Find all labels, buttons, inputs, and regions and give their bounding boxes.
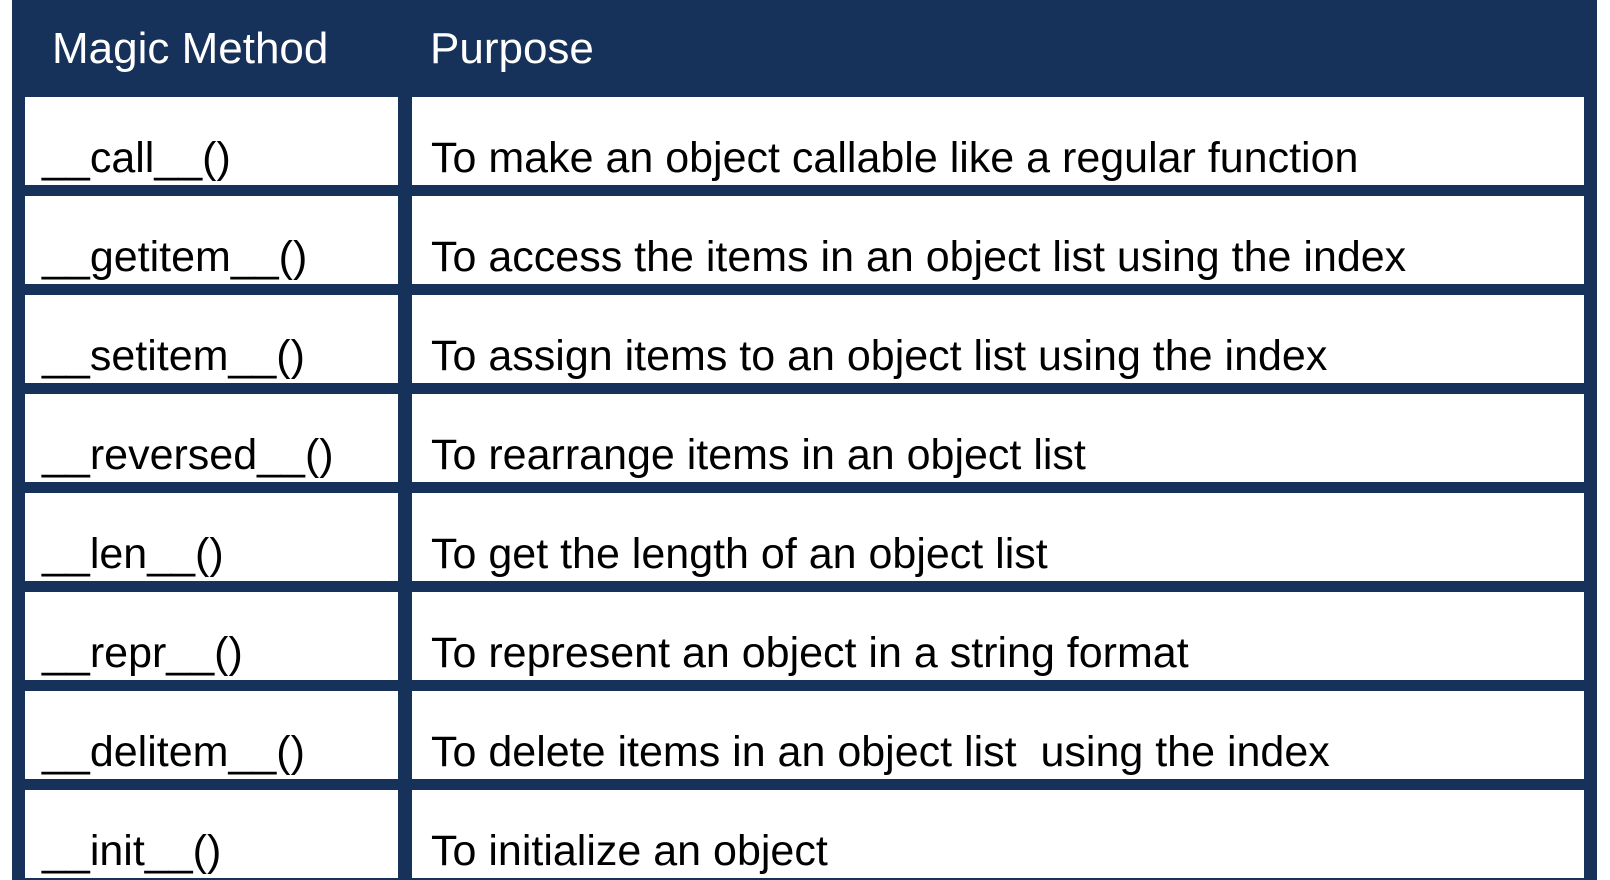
purpose-text: To get the length of an object list	[431, 529, 1048, 578]
column-header-magic-method: Magic Method	[52, 24, 329, 73]
purpose-text: To assign items to an object list using …	[431, 331, 1328, 380]
table-row: __init__() To initialize an object	[12, 790, 1597, 880]
cell-purpose: To make an object callable like a regula…	[412, 97, 1584, 185]
cell-magic-method: __len__()	[25, 493, 398, 581]
table-row: __repr__() To represent an object in a s…	[12, 592, 1597, 691]
table-header-row: Magic Method Purpose	[12, 0, 1597, 97]
cell-purpose: To get the length of an object list	[412, 493, 1584, 581]
cell-magic-method: __getitem__()	[25, 196, 398, 284]
cell-magic-method: __call__()	[25, 97, 398, 185]
table-row: __getitem__() To access the items in an …	[12, 196, 1597, 295]
cell-magic-method: __setitem__()	[25, 295, 398, 383]
cell-purpose: To assign items to an object list using …	[412, 295, 1584, 383]
table-row: __reversed__() To rearrange items in an …	[12, 394, 1597, 493]
magic-method-text: __init__()	[42, 826, 222, 875]
purpose-text: To delete items in an object list using …	[431, 727, 1330, 776]
table-row: __len__() To get the length of an object…	[12, 493, 1597, 592]
table-body: __call__() To make an object callable li…	[12, 97, 1597, 880]
magic-method-text: __delitem__()	[42, 727, 305, 776]
table-row: __setitem__() To assign items to an obje…	[12, 295, 1597, 394]
magic-method-text: __call__()	[42, 133, 231, 182]
cell-purpose: To delete items in an object list using …	[412, 691, 1584, 779]
magic-method-text: __reversed__()	[42, 430, 334, 479]
magic-methods-table: Magic Method Purpose __call__() To make …	[12, 0, 1597, 880]
purpose-text: To make an object callable like a regula…	[431, 133, 1359, 182]
cell-purpose: To represent an object in a string forma…	[412, 592, 1584, 680]
purpose-text: To represent an object in a string forma…	[431, 628, 1189, 677]
magic-method-text: __setitem__()	[42, 331, 305, 380]
column-header-purpose: Purpose	[430, 24, 594, 73]
purpose-text: To rearrange items in an object list	[431, 430, 1086, 479]
magic-method-text: __len__()	[42, 529, 224, 578]
cell-purpose: To rearrange items in an object list	[412, 394, 1584, 482]
cell-magic-method: __delitem__()	[25, 691, 398, 779]
magic-method-text: __repr__()	[42, 628, 243, 677]
table-row: __delitem__() To delete items in an obje…	[12, 691, 1597, 790]
purpose-text: To initialize an object	[431, 826, 828, 875]
purpose-text: To access the items in an object list us…	[431, 232, 1407, 281]
magic-method-text: __getitem__()	[42, 232, 308, 281]
cell-purpose: To access the items in an object list us…	[412, 196, 1584, 284]
cell-magic-method: __init__()	[25, 790, 398, 878]
cell-purpose: To initialize an object	[412, 790, 1584, 878]
cell-magic-method: __repr__()	[25, 592, 398, 680]
table-row: __call__() To make an object callable li…	[12, 97, 1597, 196]
cell-magic-method: __reversed__()	[25, 394, 398, 482]
